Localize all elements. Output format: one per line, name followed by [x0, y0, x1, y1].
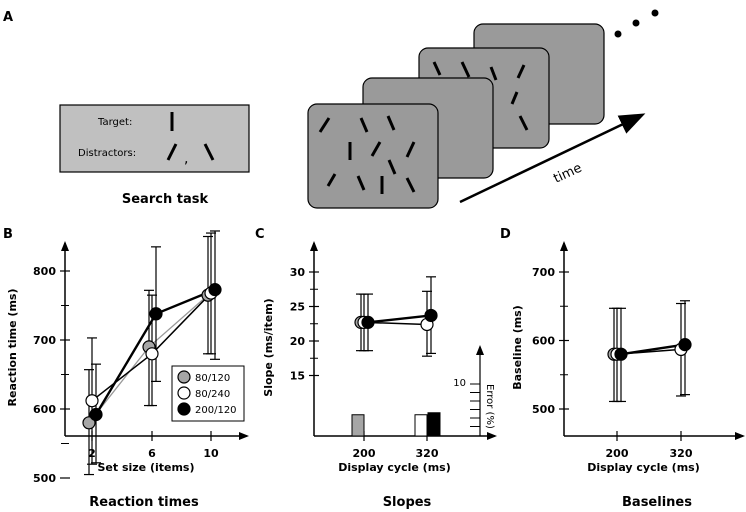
y-tick-label: 500: [33, 472, 56, 485]
data-point: [82, 416, 96, 430]
chart-reaction-times: 5006007008002610Set size (items)Reaction…: [6, 230, 249, 510]
y-axis-label: Slope (ms/item): [262, 298, 275, 396]
y-tick-label: 30: [290, 266, 306, 279]
y-tick-label: 700: [33, 334, 56, 347]
frame-1-items: [318, 115, 416, 194]
search-task-box-bg: [59, 104, 250, 173]
x-tick-label: 10: [203, 447, 219, 460]
x-tick-label: 320: [670, 447, 693, 460]
legend-label: 200/120: [195, 405, 237, 416]
legend-label: 80/120: [195, 373, 230, 384]
y-tick-label: 600: [532, 335, 555, 348]
inset-tick-label: 10: [453, 378, 466, 389]
data-point: [361, 315, 375, 329]
panel-caption: Slopes: [383, 495, 432, 510]
data-point: [89, 407, 103, 422]
panel-caption: Reaction times: [89, 495, 199, 510]
search-task-caption: Search task: [122, 192, 209, 207]
distractor-right: [203, 143, 215, 161]
y-axis-label: Reaction time (ms): [6, 289, 19, 407]
series-line: [620, 343, 686, 356]
inset-bar: [414, 414, 428, 437]
y-tick-label: 600: [33, 403, 56, 416]
distractor-left: [166, 143, 178, 161]
time-label: time: [551, 161, 584, 187]
y-tick-label: 500: [532, 403, 555, 416]
x-tick-label: 320: [416, 447, 439, 460]
data-point: [424, 308, 438, 323]
panel-caption: Baselines: [622, 495, 692, 510]
y-tick-label: 15: [290, 370, 305, 383]
data-point: [208, 283, 222, 297]
x-tick-label: 200: [353, 447, 376, 460]
distractor-comma: ,: [184, 151, 188, 167]
panel-letter-c: C: [255, 227, 265, 242]
ellipsis-dot-1: [614, 30, 622, 38]
panel-letter-a: A: [3, 10, 13, 25]
x-axis-label: Display cycle (ms): [587, 461, 700, 474]
inset-bar: [427, 412, 441, 437]
series-line: [367, 314, 432, 324]
x-axis-label: Set size (items): [97, 461, 194, 474]
x-axis-label: Display cycle (ms): [338, 461, 451, 474]
inset-axis-label: Error (%): [484, 384, 495, 429]
panel-letter-b: B: [3, 227, 13, 242]
y-tick-label: 800: [33, 265, 56, 278]
panel-letter-d: D: [500, 227, 511, 242]
data-point: [614, 347, 628, 361]
ellipsis-dot-3: [651, 9, 659, 17]
data-point: [85, 394, 99, 408]
search-task-box: Target: Distractors: ,: [59, 104, 250, 173]
y-tick-label: 700: [532, 266, 555, 279]
legend-marker: [177, 370, 191, 384]
y-axis-label: Baseline (ms): [511, 305, 524, 390]
target-label: Target:: [97, 117, 132, 128]
data-point: [145, 347, 159, 361]
display-frames: [307, 9, 659, 209]
y-tick-label: 20: [290, 335, 306, 348]
x-tick-label: 200: [606, 447, 629, 460]
legend-label: 80/240: [195, 389, 230, 400]
data-point: [678, 338, 692, 352]
time-arrow: [459, 113, 646, 204]
x-tick-label: 6: [148, 447, 156, 460]
data-point: [149, 307, 163, 321]
distractors-label: Distractors:: [78, 148, 136, 159]
y-tick-label: 25: [290, 301, 305, 314]
legend-marker: [177, 386, 191, 400]
legend-marker: [177, 402, 191, 416]
frame-3-items: [432, 61, 529, 131]
ellipsis-dot-2: [632, 19, 640, 27]
inset-bar: [351, 414, 365, 437]
